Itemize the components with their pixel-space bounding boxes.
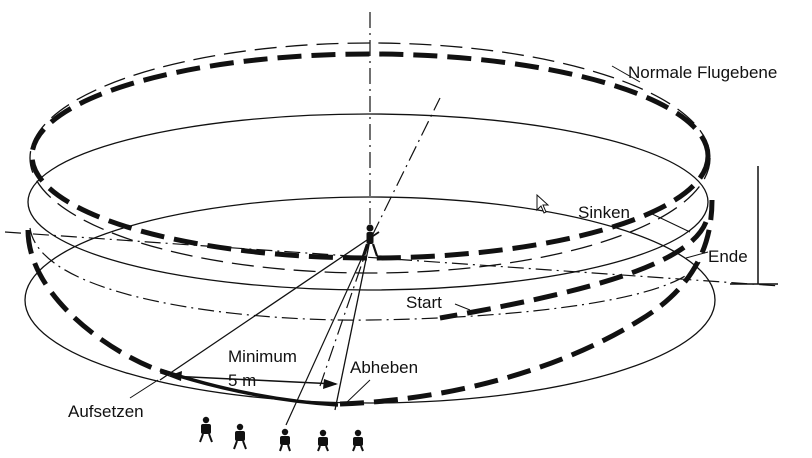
spectator-figure-5 bbox=[352, 429, 364, 452]
line-pilot-up bbox=[371, 97, 441, 237]
line-pilot-down bbox=[319, 239, 371, 387]
label-start: Start bbox=[406, 293, 442, 312]
label-abheben: Abheben bbox=[350, 358, 418, 377]
label-sinken: Sinken bbox=[578, 203, 630, 222]
leader-sinken bbox=[647, 211, 691, 233]
spectator-figure-2 bbox=[233, 423, 247, 450]
line-pilot-spectators bbox=[285, 239, 371, 426]
pilot-figure bbox=[361, 224, 380, 257]
arrowhead-right bbox=[323, 379, 338, 389]
horizontal-axis bbox=[4, 231, 781, 287]
label-ende: Ende bbox=[708, 247, 748, 266]
takeoff-path bbox=[25, 199, 715, 407]
flight-path-upper bbox=[29, 51, 711, 261]
label-distance: 5 m bbox=[228, 371, 256, 390]
arrowhead-left bbox=[168, 371, 182, 381]
ground-circle bbox=[24, 196, 716, 404]
leader-abheben bbox=[344, 379, 371, 405]
leader-aufsetzen bbox=[129, 379, 159, 399]
leader-ende bbox=[685, 251, 709, 259]
mouse-cursor-icon bbox=[536, 193, 550, 214]
leader-start bbox=[454, 303, 471, 311]
spectator-figure-4 bbox=[317, 429, 329, 452]
horizontal-plane bbox=[27, 113, 709, 291]
ground-run bbox=[159, 368, 339, 407]
minimum-distance-arrow bbox=[169, 375, 337, 385]
start-circle bbox=[29, 227, 701, 321]
leader-normal-plane bbox=[611, 65, 641, 83]
label-minimum: Minimum bbox=[228, 347, 297, 366]
line-to-abheben bbox=[334, 239, 371, 411]
spectator-figure-3 bbox=[279, 428, 291, 452]
label-aufsetzen: Aufsetzen bbox=[68, 402, 144, 421]
descent-path bbox=[439, 220, 709, 321]
spectator-figure-1 bbox=[199, 416, 213, 443]
line-to-aufsetzen bbox=[159, 237, 371, 381]
label-normal-plane: Normale Flugebene bbox=[628, 63, 777, 82]
